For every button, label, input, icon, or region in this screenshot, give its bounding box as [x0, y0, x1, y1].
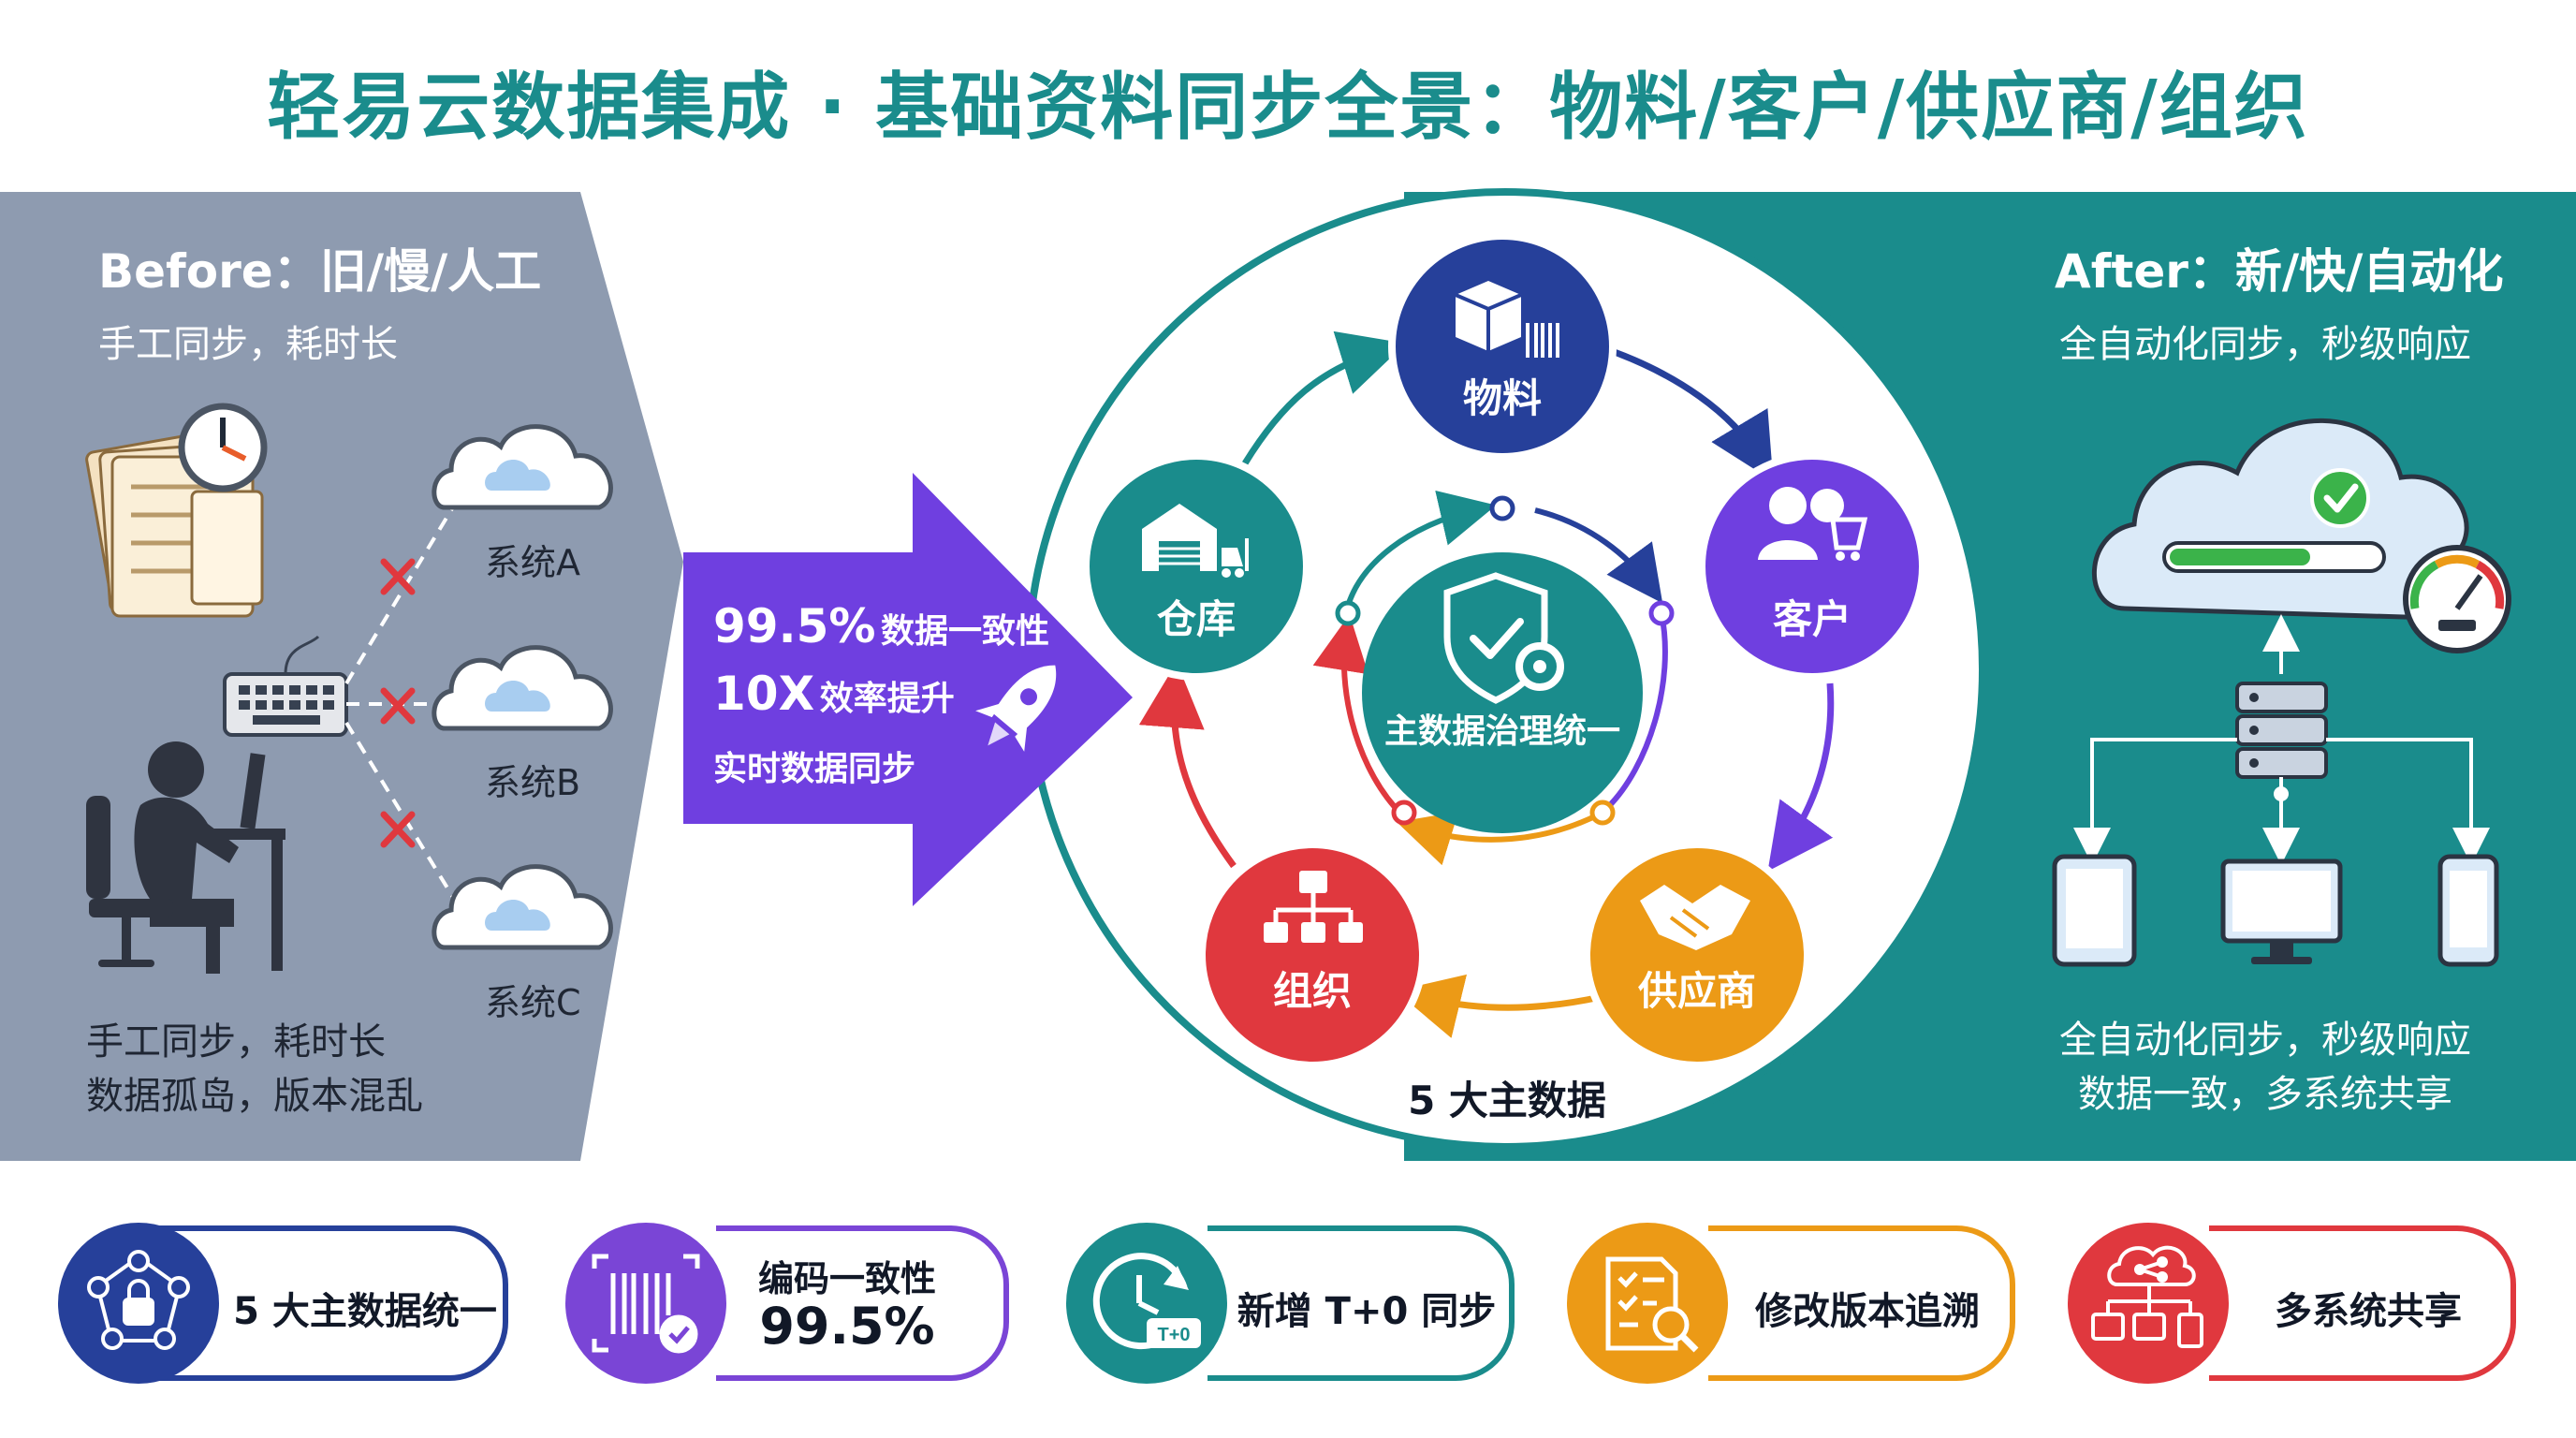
- feature-coding-value: 99.5%: [759, 1297, 935, 1356]
- connector-dot: [1391, 800, 1417, 826]
- barcode-check-icon: [592, 1254, 700, 1354]
- feature-card-share: [2068, 1223, 2516, 1384]
- node-customer: [1698, 452, 1926, 681]
- feature-version-text: 修改版本追溯: [1755, 1290, 1980, 1333]
- clock-icon: [178, 403, 268, 492]
- flow-arrow-material-customer: [1610, 347, 1774, 482]
- cloud-icon: [432, 864, 613, 950]
- feature-card-unify: [58, 1223, 508, 1384]
- connector-dot: [1589, 800, 1616, 826]
- efficiency-value: 10X: [713, 667, 815, 721]
- improvement-arrow: [683, 473, 1133, 906]
- node-material-label: 物料: [1462, 375, 1542, 421]
- person-at-desk-icon: [86, 741, 285, 974]
- cloud-icon: [432, 424, 613, 510]
- speed-gauge-icon: [2403, 545, 2511, 653]
- cloud-devices-icon: [2091, 1245, 2203, 1348]
- sync-cloud-icon: [2092, 418, 2469, 621]
- clock-sync-icon: T+0: [1092, 1253, 1201, 1350]
- center-label: 主数据治理统一: [1383, 712, 1620, 751]
- node-org-label: 组织: [1272, 968, 1352, 1014]
- node-supplier-label: 供应商: [1637, 968, 1756, 1014]
- after-subtitle: 全自动化同步，秒级响应: [2059, 323, 2471, 366]
- node-org: [1198, 841, 1427, 1069]
- banner-efficiency: 10X 效率提升: [713, 667, 955, 721]
- node-warehouse: [1082, 452, 1310, 681]
- connector-dot: [1335, 600, 1361, 626]
- phone-icon: [2437, 854, 2499, 967]
- monitor-icon: [2220, 858, 2343, 964]
- efficiency-text: 效率提升: [819, 680, 955, 718]
- feature-t0-text: 新增 T+0 同步: [1237, 1290, 1497, 1333]
- rocket-icon: [975, 665, 1057, 752]
- org-chart-icon: [1264, 871, 1363, 943]
- connector-dot: [1489, 495, 1515, 521]
- inner-flow-arc: [1312, 614, 1398, 809]
- customer-cart-icon: [1758, 487, 1868, 561]
- inner-flow-arc: [1534, 507, 1663, 604]
- inner-flow-arc: [1343, 490, 1497, 614]
- flow-arrow-org-warehouse: [1138, 662, 1237, 869]
- before-note: 数据孤岛，版本混乱: [86, 1075, 423, 1118]
- inner-flow-arc: [1605, 612, 1668, 810]
- document-search-icon: [1605, 1256, 1699, 1353]
- after-heading: After：新/快/自动化: [2055, 244, 2504, 299]
- shield-gear-icon: [1443, 572, 1564, 704]
- warehouse-forklift-icon: [1142, 504, 1249, 578]
- system-b-label: 系统B: [485, 762, 581, 803]
- package-barcode-icon: [1455, 281, 1559, 358]
- page-title: 轻易云数据集成 · 基础资料同步全景：物料/客户/供应商/组织: [267, 66, 2309, 150]
- flow-arrow-supplier-org: [1395, 974, 1602, 1038]
- feature-card-version: [1567, 1223, 2015, 1384]
- banner-consistency: 99.5% 数据一致性: [713, 599, 1049, 653]
- before-notes: 手工同步，耗时长 数据孤岛，版本混乱: [86, 1015, 423, 1123]
- feature-coding-text: 编码一致性: [757, 1258, 936, 1299]
- inner-flow-arc: [1397, 810, 1604, 866]
- center-node: [1362, 552, 1643, 833]
- node-supplier: [1583, 841, 1811, 1069]
- handshake-icon: [1640, 885, 1750, 950]
- before-subtitle: 手工同步，耗时长: [98, 323, 398, 366]
- disconnect-x-icon: [380, 558, 416, 848]
- flow-arrow-warehouse-material: [1242, 330, 1406, 465]
- system-a-label: 系统A: [485, 542, 580, 583]
- feature-unify-text: 5 大主数据统一: [233, 1290, 497, 1333]
- after-note: 数据一致，多系统共享: [2078, 1073, 2452, 1116]
- server-icon: [2235, 682, 2328, 779]
- five-master-data-caption: 5 大主数据: [1408, 1078, 1606, 1123]
- connector-dot: [1648, 600, 1675, 626]
- node-warehouse-label: 仓库: [1156, 596, 1236, 642]
- system-c-label: 系统C: [485, 982, 581, 1023]
- after-notes: 全自动化同步，秒级响应 数据一致，多系统共享: [2041, 1013, 2490, 1122]
- t0-badge: T+0: [1157, 1325, 1190, 1345]
- feature-share-text: 多系统共享: [2275, 1290, 2462, 1333]
- flow-arrow-customer-supplier: [1767, 682, 1835, 872]
- consistency-value: 99.5%: [713, 599, 876, 653]
- before-note: 手工同步，耗时长: [86, 1020, 386, 1064]
- node-customer-label: 客户: [1772, 596, 1852, 642]
- consistency-text: 数据一致性: [881, 612, 1050, 651]
- feature-card-t0: T+0: [1066, 1223, 1515, 1384]
- banner-realtime: 实时数据同步: [713, 750, 916, 788]
- cloud-icon: [432, 645, 613, 731]
- tablet-icon: [2052, 854, 2137, 967]
- after-note: 全自动化同步，秒级响应: [2059, 1019, 2471, 1062]
- before-heading: Before：旧/慢/人工: [98, 244, 542, 299]
- feature-card-coding: [565, 1223, 1009, 1384]
- node-material: [1388, 232, 1617, 461]
- lock-network-icon: [87, 1250, 190, 1350]
